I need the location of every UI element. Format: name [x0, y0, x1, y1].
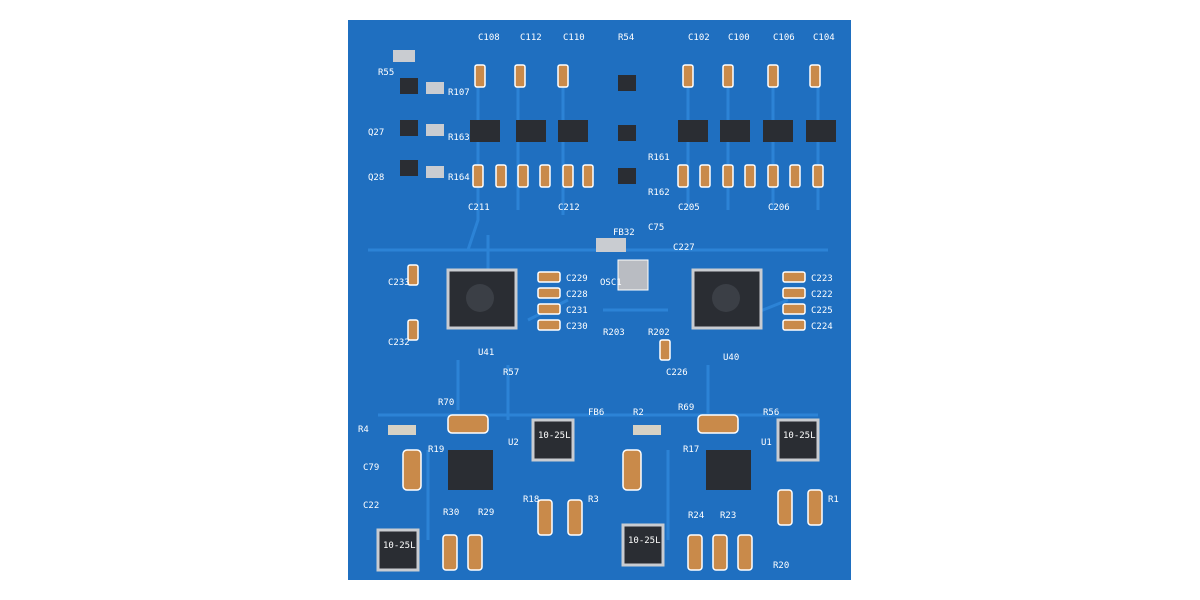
silk-label: C229: [566, 274, 588, 284]
silk-label: C75: [648, 223, 664, 233]
silk-label: R56: [763, 408, 779, 418]
silk-label: R20: [773, 561, 789, 571]
silk-label: C224: [811, 322, 833, 332]
silk-label: U40: [723, 353, 739, 363]
silk-label: C223: [811, 274, 833, 284]
silk-label: R23: [720, 511, 736, 521]
silk-label: R54: [618, 33, 634, 43]
silk-label: C104: [813, 33, 835, 43]
silk-label: R203: [603, 328, 625, 338]
silk-label: R202: [648, 328, 670, 338]
silk-label: C227: [673, 243, 695, 253]
silk-label: U2: [508, 438, 519, 448]
silk-label: R3: [588, 495, 599, 505]
silk-label: R107: [448, 88, 470, 98]
silk-label: C226: [666, 368, 688, 378]
silk-label: R1: [828, 495, 839, 505]
silk-label: R57: [503, 368, 519, 378]
silk-label: R2: [633, 408, 644, 418]
silk-label: R17: [683, 445, 699, 455]
silk-label: R4: [358, 425, 369, 435]
silk-label: R18: [523, 495, 539, 505]
silk-label: C108: [478, 33, 500, 43]
chip-marking: 10-25L: [538, 431, 571, 441]
silk-label: C228: [566, 290, 588, 300]
silk-label: R55: [378, 68, 394, 78]
silk-label: R164: [448, 173, 470, 183]
silk-label: C79: [363, 463, 379, 473]
silk-label: R161: [648, 153, 670, 163]
silk-label: C222: [811, 290, 833, 300]
silk-label: C225: [811, 306, 833, 316]
silk-label: U1: [761, 438, 772, 448]
top-component-row: [393, 50, 836, 188]
silk-label: OSC1: [600, 278, 622, 288]
silk-label: C230: [566, 322, 588, 332]
silk-label: R70: [438, 398, 454, 408]
silk-label: R163: [448, 133, 470, 143]
silk-label: C102: [688, 33, 710, 43]
silk-label: C100: [728, 33, 750, 43]
chip-marking: 10-25L: [383, 541, 416, 551]
codec-chips: [407, 238, 806, 361]
silk-label: C112: [520, 33, 542, 43]
silk-label: Q27: [368, 128, 384, 138]
pcb-artwork: R55 C108 C112 C110 R54 C102 C100 C106 C1…: [358, 33, 839, 572]
pcb-board-photo: R55 C108 C112 C110 R54 C102 C100 C106 C1…: [348, 20, 851, 580]
silk-label: C110: [563, 33, 585, 43]
silk-label: Q28: [368, 173, 384, 183]
silk-label: R19: [428, 445, 444, 455]
silk-label: C212: [558, 203, 580, 213]
silk-label: R24: [688, 511, 704, 521]
silk-label: C211: [468, 203, 490, 213]
silk-label: R30: [443, 508, 459, 518]
chip-marking: 10-25L: [783, 431, 816, 441]
silk-label: C22: [363, 501, 379, 511]
silk-label: R29: [478, 508, 494, 518]
silk-label: R162: [648, 188, 670, 198]
silkscreen-labels: R55 C108 C112 C110 R54 C102 C100 C106 C1…: [358, 33, 839, 571]
silk-label: U41: [478, 348, 494, 358]
silk-label: C106: [773, 33, 795, 43]
silk-label: C206: [768, 203, 790, 213]
silk-label: R69: [678, 403, 694, 413]
silk-label: C232: [388, 338, 410, 348]
silk-label: C205: [678, 203, 700, 213]
silk-label: C231: [566, 306, 588, 316]
bottom-analog-stages: [376, 414, 823, 572]
chip-marking: 10-25L: [628, 536, 661, 546]
silk-label: FB6: [588, 408, 604, 418]
silk-label: C233: [388, 278, 410, 288]
silk-label: FB32: [613, 228, 635, 238]
